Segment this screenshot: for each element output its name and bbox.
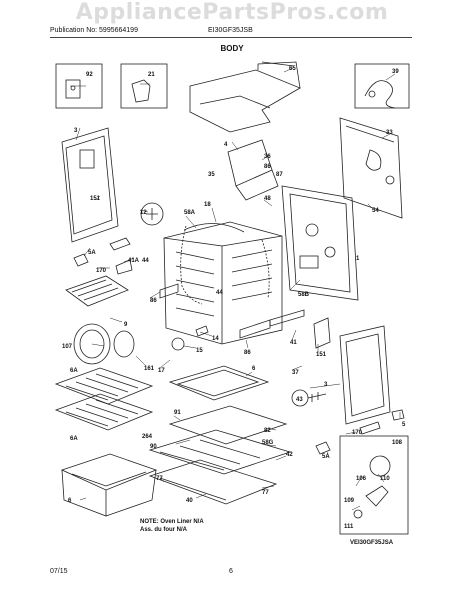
side-panel-right — [339, 117, 403, 219]
screw-callout — [291, 389, 327, 407]
callout-111: 111 — [344, 524, 354, 530]
leveling-parts-right — [315, 409, 405, 455]
callout-54: 54 — [372, 208, 379, 214]
callout-58G: 58G — [262, 440, 274, 446]
callout-77-right: 77 — [262, 490, 269, 496]
top-panel — [189, 61, 301, 133]
callout-107: 107 — [62, 344, 73, 350]
callout-90: 90 — [150, 444, 157, 450]
vent-duct — [227, 139, 279, 201]
section-title: BODY — [220, 44, 244, 53]
harness-box — [354, 63, 410, 109]
convection-fan-box — [339, 435, 409, 535]
callout-6A-upper: 6A — [70, 368, 78, 374]
callout-48: 48 — [264, 196, 271, 202]
callout-151-right: 151 — [316, 352, 327, 358]
callout-35: 35 — [208, 172, 215, 178]
callout-3-top: 3 — [74, 128, 78, 134]
note-line-english: NOTE: Oven Liner N/A — [140, 519, 204, 525]
callout-40: 40 — [186, 498, 193, 504]
storage-drawer-rails — [148, 459, 278, 505]
callout-77-left: 77 — [156, 476, 163, 482]
callout-9: 9 — [124, 322, 128, 328]
callout-65: 65 — [289, 66, 296, 72]
header-rule — [50, 37, 412, 38]
oven-cavity — [163, 221, 283, 345]
callout-1: 1 — [356, 256, 360, 262]
callout-170-left: 170 — [96, 268, 107, 274]
callout-87: 87 — [276, 172, 283, 178]
hinge-parts-left — [73, 237, 133, 275]
rear-panel — [281, 185, 359, 301]
bake-burner-assembly — [148, 405, 292, 475]
convection-fan-cover — [73, 323, 135, 365]
callout-86-lower: 86 — [244, 350, 251, 356]
callout-82: 82 — [264, 428, 271, 434]
oven-bottom-tray — [168, 365, 270, 401]
callout-3-right: 3 — [324, 382, 328, 388]
footer-page-number: 6 — [229, 568, 233, 575]
side-panel-lower-right — [339, 325, 391, 425]
broiler-burner — [65, 275, 129, 307]
callout-109: 109 — [344, 498, 355, 504]
callout-44-left: 44 — [142, 258, 149, 264]
callout-5A-left: 5A — [88, 250, 96, 256]
callout-108: 108 — [392, 440, 403, 446]
igniter-parts — [171, 325, 209, 351]
oven-rack-lower — [54, 393, 154, 431]
callout-5A-right: 5A — [322, 454, 330, 460]
callout-33: 33 — [386, 130, 393, 136]
callout-58B: 58B — [298, 292, 310, 298]
callout-21: 21 — [148, 72, 155, 78]
callout-17: 17 — [158, 368, 165, 374]
callout-37: 37 — [292, 370, 299, 376]
callout-39: 39 — [392, 69, 399, 75]
callout-110: 110 — [380, 476, 390, 482]
callout-41: 41 — [290, 340, 297, 346]
part-21-box — [120, 63, 168, 109]
callout-4: 4 — [224, 142, 228, 148]
callout-14: 14 — [212, 336, 219, 342]
callout-151-left: 151 — [90, 196, 101, 202]
footer-date: 07/15 — [50, 568, 68, 575]
callout-42: 42 — [286, 452, 293, 458]
watermark: AppliancePartsPros.com — [75, 0, 389, 25]
callout-15: 15 — [196, 348, 203, 354]
callout-6A-lower: 6A — [70, 436, 78, 442]
publication-number: Publication No: 5995664199 — [50, 27, 138, 34]
callout-44-center: 44 — [216, 290, 223, 296]
callout-92: 92 — [86, 72, 93, 78]
door-panel — [61, 127, 119, 243]
callout-labels: 92 21 65 39 3 4 33 36 86 35 87 151 12 58… — [62, 66, 406, 530]
leader-lines — [70, 67, 401, 511]
insulation-blanket — [180, 225, 270, 305]
note-line-french: Ass. du four N/A — [140, 527, 188, 533]
callout-6-center: 6 — [252, 366, 256, 372]
callout-161: 161 — [144, 366, 155, 372]
callout-106: 106 — [356, 476, 367, 482]
callout-264: 264 — [142, 434, 153, 440]
oven-liner-note: NOTE: Oven Liner N/A Ass. du four N/A — [140, 518, 204, 534]
callout-18: 18 — [204, 202, 211, 208]
callout-170-right: 170 — [352, 430, 363, 436]
callout-6-lower: 6 — [68, 498, 72, 504]
callout-43: 43 — [296, 397, 303, 403]
callout-58A: 58A — [184, 210, 196, 216]
callout-86-top: 86 — [264, 164, 271, 170]
callout-5: 5 — [402, 422, 406, 428]
callout-86-left: 86 — [150, 298, 157, 304]
callout-12: 12 — [140, 210, 147, 216]
broiler-drawer — [60, 453, 158, 517]
side-rails — [159, 283, 331, 349]
callout-36: 36 — [264, 154, 271, 160]
callout-91: 91 — [174, 410, 181, 416]
model-number: EI30GF35JSB — [208, 27, 253, 34]
thermostat-part — [140, 202, 164, 226]
callout-41A: 41A — [128, 258, 140, 264]
figure-code: VEI30GF35JSA — [350, 540, 394, 546]
